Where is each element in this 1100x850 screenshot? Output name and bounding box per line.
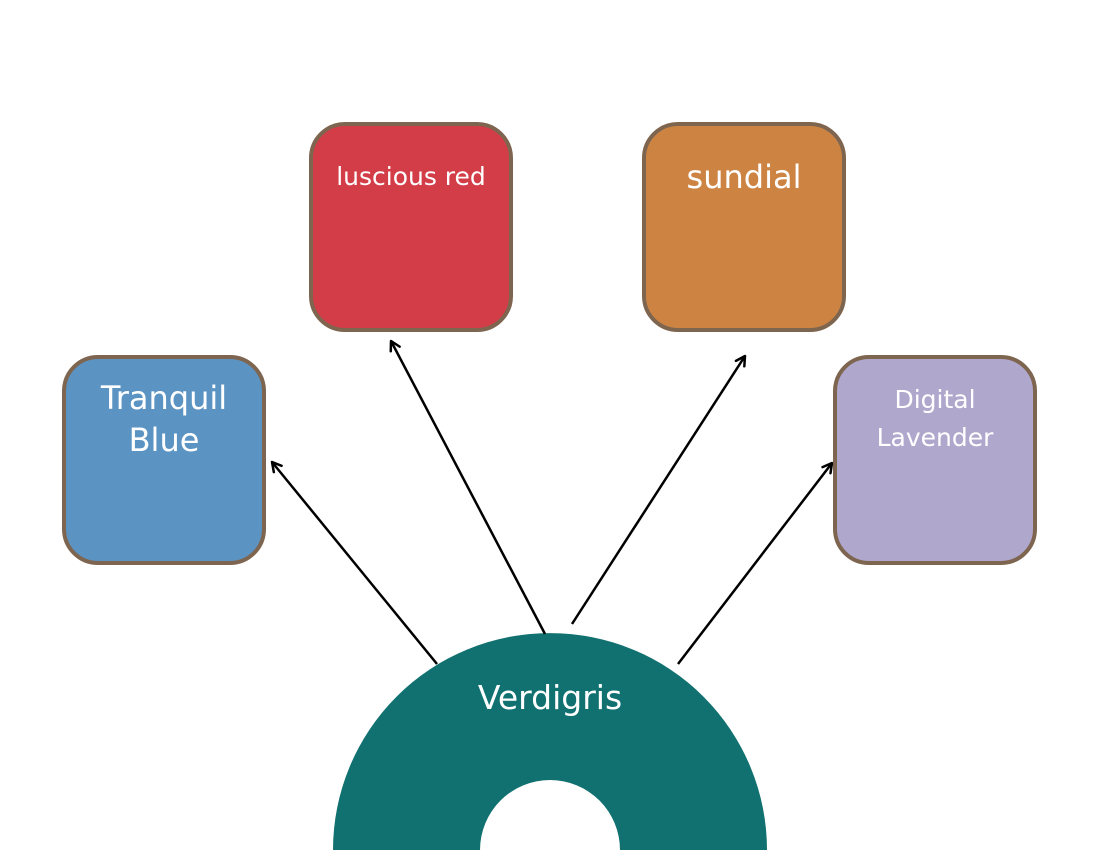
hub-label: Verdigris bbox=[477, 678, 623, 717]
node-tranquil-blue: Tranquil Blue bbox=[62, 355, 266, 565]
arrow-to-sundial bbox=[570, 354, 747, 625]
node-sundial: sundial bbox=[642, 122, 846, 332]
arrow-to-tranquil-blue bbox=[270, 460, 438, 665]
node-digital-lavender-label: Digital Lavender bbox=[876, 385, 994, 452]
hub-ring-shape bbox=[333, 633, 767, 850]
arrow-to-digital-lavender bbox=[677, 461, 834, 665]
arrow-to-luscious-red bbox=[389, 339, 547, 635]
node-luscious-red-label: luscious red bbox=[336, 162, 486, 191]
node-sundial-label: sundial bbox=[686, 158, 802, 196]
node-tranquil-blue-label: Tranquil Blue bbox=[100, 379, 228, 459]
node-digital-lavender: Digital Lavender bbox=[833, 355, 1037, 565]
node-luscious-red: luscious red bbox=[309, 122, 513, 332]
